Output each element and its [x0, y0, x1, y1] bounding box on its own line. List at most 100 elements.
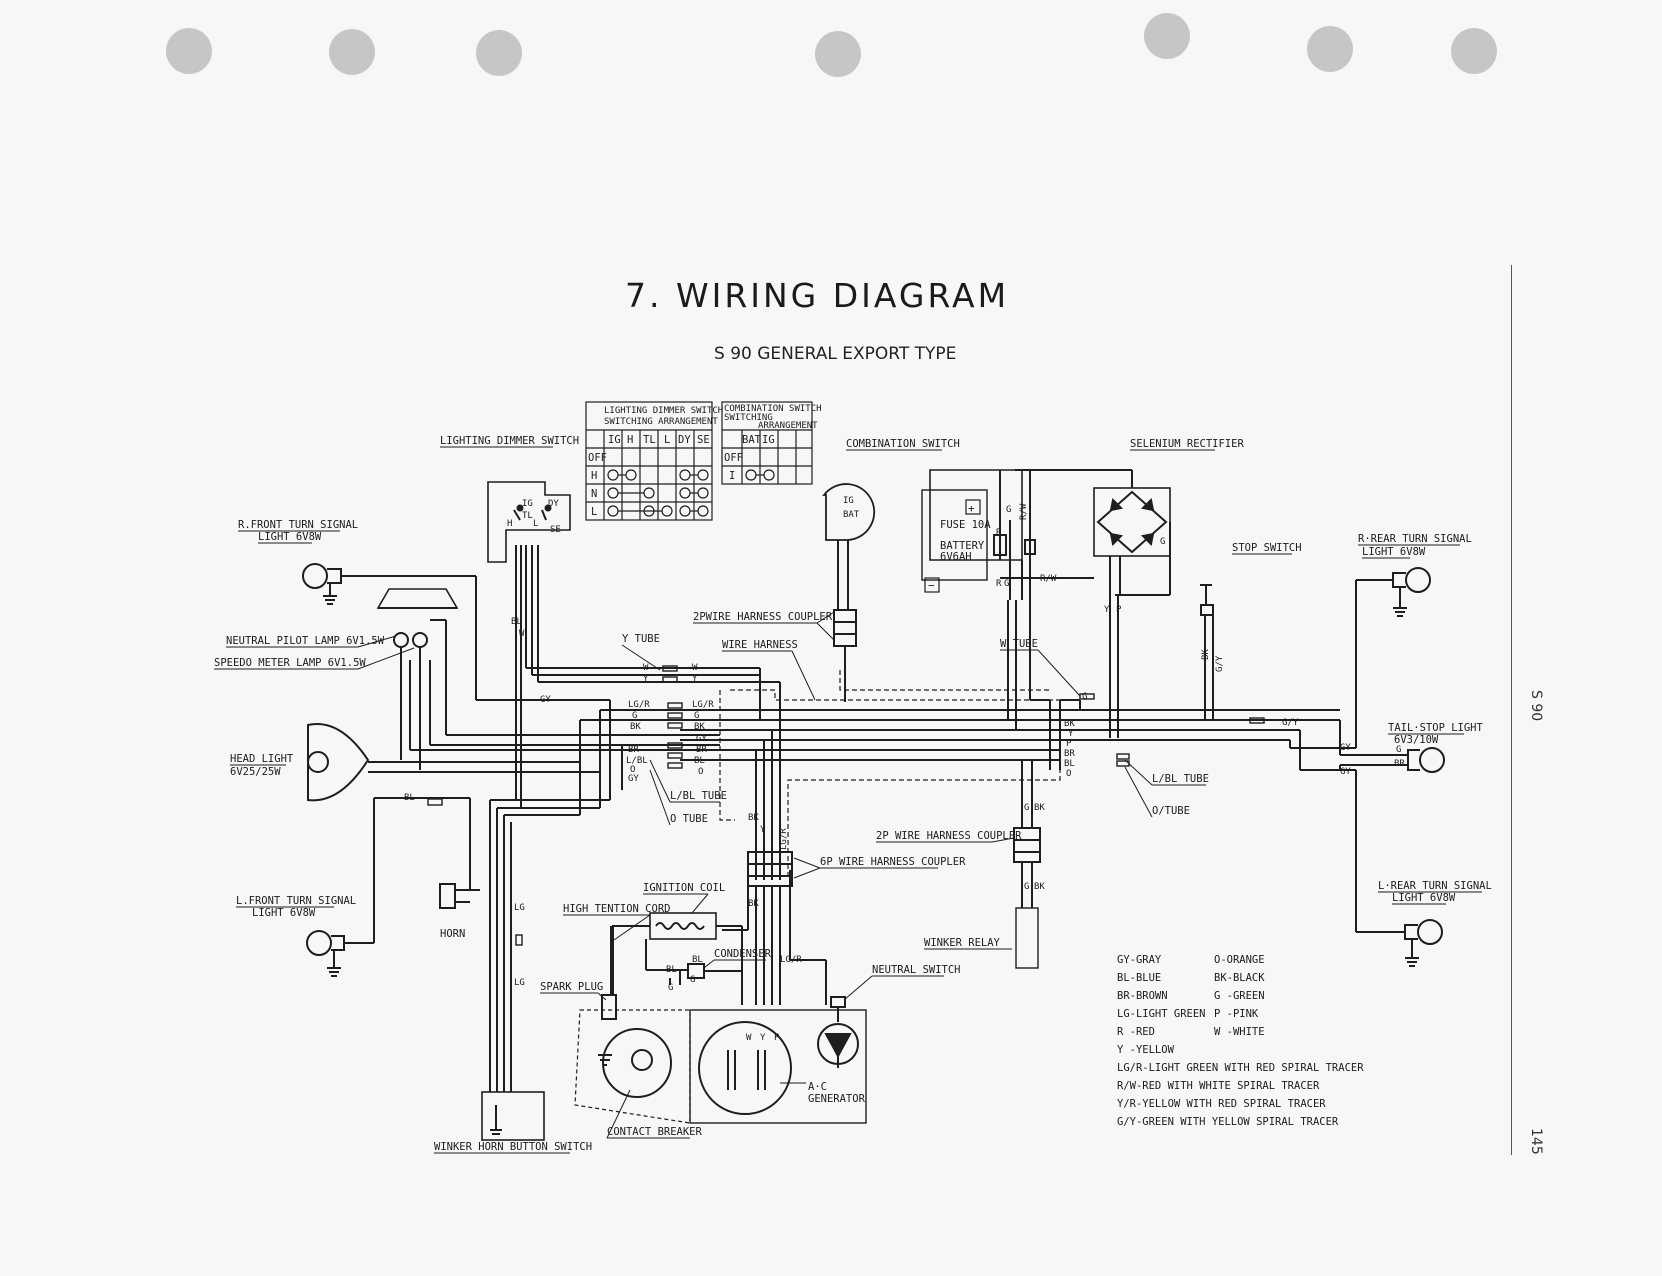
wire-w-ytube: W — [643, 663, 649, 673]
speedo-pilot-lamps — [376, 588, 459, 770]
ac-generator — [574, 1009, 867, 1124]
wire-y-gen: Y — [760, 1033, 766, 1043]
combination-switch-table — [721, 401, 813, 485]
wire-g-tail: G — [1396, 745, 1401, 755]
r-front-turn-signal-lamp — [302, 563, 476, 605]
label-battery-2: 6V6AH — [940, 551, 972, 563]
wire-gl-mid: G — [1024, 803, 1029, 813]
r-rear-turn-signal-lamp — [1355, 567, 1431, 748]
label-ignition-coil: IGNITION COIL — [643, 882, 725, 894]
dimmer-col-ig: IG — [608, 434, 621, 446]
horn — [439, 883, 470, 909]
dimmer-table-caption-2: SWITCHING ARRANGEMENT — [604, 417, 718, 427]
label-neutral-pilot-lamp: NEUTRAL PILOT LAMP 6V1.5W — [226, 635, 385, 647]
label-ac-generator-1: A·C — [808, 1081, 827, 1093]
wire-o-right-block: O — [1066, 769, 1071, 779]
wire-gy-tail-top: GY — [1340, 743, 1351, 753]
wire-bk-6p: BK — [748, 813, 759, 823]
battery-minus: − — [928, 579, 935, 592]
wire-bk-right: BK — [694, 722, 705, 732]
legend-y: Y -YELLOW — [1117, 1044, 1175, 1056]
wire-p-rectifier: P — [1116, 605, 1122, 615]
combo-col-bat: BAT — [742, 434, 762, 446]
label-2p-coupler-mid: 2P WIRE HARNESS COUPLER — [876, 830, 1022, 842]
punch-hole — [1451, 28, 1497, 74]
legend-bl: BL-BLUE — [1117, 972, 1161, 984]
wire-br-left: BR — [628, 745, 639, 755]
label-winker-horn-button-switch: WINKER HORN BUTTON SWITCH — [434, 1141, 592, 1153]
label-o-tube-left: O TUBE — [670, 813, 708, 825]
combo-row-off: OFF — [724, 452, 743, 464]
wire-w: W — [519, 629, 525, 639]
wire-lg-2: LG — [514, 978, 525, 988]
label-combination-switch: COMBINATION SWITCH — [846, 438, 960, 450]
wire-lg-r-left: LG/R — [628, 700, 650, 710]
dimmer-row-l: L — [591, 506, 597, 518]
wire-y-ytube: Y — [643, 674, 649, 684]
wire-r-battery: R — [996, 528, 1002, 538]
page-subtitle: S 90 GENERAL EXPORT TYPE — [714, 344, 957, 364]
terminal-h: H — [507, 519, 512, 529]
label-l-front-turn-1: L.FRONT TURN SIGNAL — [236, 895, 356, 907]
wire-g-y-stop: G/Y — [1215, 655, 1225, 672]
wire-g-rectifier: G — [1160, 537, 1165, 547]
label-high-tension-cord: HIGH TENTION CORD — [563, 903, 670, 915]
legend-r-w: R/W-RED WITH WHITE SPIRAL TRACER — [1117, 1080, 1320, 1092]
punch-hole — [815, 31, 861, 77]
dimmer-row-h: H — [591, 470, 597, 482]
combo-table-caption-1: COMBINATION SWITCH — [724, 404, 822, 414]
main-harness — [374, 545, 1356, 1092]
legend-br: BR-BROWN — [1117, 990, 1168, 1002]
wire-bl-right-block: BL — [1064, 759, 1075, 769]
wire-bl-condenser: BL — [666, 965, 677, 975]
label-speedo-meter-lamp: SPEEDO METER LAMP 6V1.5W — [214, 657, 366, 669]
wire-bk-left: BK — [630, 722, 641, 732]
label-head-light-1: HEAD LIGHT — [230, 753, 294, 765]
wire-g-condenser: G — [668, 983, 673, 993]
label-stop-switch: STOP SWITCH — [1232, 542, 1302, 554]
wire-g-condenser-2: G — [690, 975, 695, 985]
wire-g-relay: G — [1024, 882, 1029, 892]
legend-g-y: G/Y-GREEN WITH YELLOW SPIRAL TRACER — [1117, 1116, 1339, 1128]
label-o-tube-right: O/TUBE — [1152, 805, 1190, 817]
legend-bk: BK-BLACK — [1214, 972, 1265, 984]
combination-switch — [822, 483, 876, 610]
dimmer-row-off: OFF — [588, 452, 607, 464]
wire-bk-relay: BK — [1034, 882, 1045, 892]
wire-o-right: O — [698, 767, 703, 777]
combo-col-ig: IG — [762, 434, 775, 446]
wire-g-right: G — [694, 711, 699, 721]
wire-br-right: BR — [696, 745, 707, 755]
terminal-tl: TL — [522, 511, 533, 521]
battery-plus: + — [968, 502, 975, 515]
punch-hole — [329, 29, 375, 75]
dimmer-col-se: SE — [697, 434, 710, 446]
wire-o-left: O — [630, 765, 635, 775]
wire-bl-condenser-2: BL — [692, 955, 703, 965]
wire-r-w-vertical: R/W — [1019, 503, 1029, 520]
wire-y-ytube-out: Y — [692, 674, 698, 684]
margin-rule — [1511, 265, 1512, 1155]
combo-table-caption-2: SWITCHING — [724, 413, 773, 423]
label-r-rear-turn-2: LIGHT 6V8W — [1362, 546, 1426, 558]
lighting-dimmer-switch — [487, 481, 571, 563]
winker-horn-button-switch — [481, 1091, 545, 1141]
legend-w: W -WHITE — [1214, 1026, 1265, 1038]
legend-gy: GY-GRAY — [1117, 954, 1162, 966]
wire-br-tail: BR — [1394, 759, 1405, 769]
label-l-bl-tube-left: L/BL TUBE — [670, 790, 727, 802]
wire-br-right-block: BR — [1064, 749, 1075, 759]
label-l-rear-turn-1: L·REAR TURN SIGNAL — [1378, 880, 1492, 892]
label-r-rear-turn-1: R·REAR TURN SIGNAL — [1358, 533, 1472, 545]
page-title: 7. WIRING DIAGRAM — [625, 276, 1010, 315]
wire-g-left: G — [632, 711, 637, 721]
label-neutral-switch: NEUTRAL SWITCH — [872, 964, 961, 976]
wire-gy-top: GY — [540, 695, 551, 705]
neutral-switch — [817, 996, 859, 1068]
wire-harness-outline — [719, 670, 1061, 880]
wire-g-battery: G — [1006, 505, 1011, 515]
l-front-turn-signal-lamp — [306, 798, 375, 977]
dimmer-col-h: H — [627, 434, 633, 446]
label-l-bl-tube-right: L/BL TUBE — [1152, 773, 1209, 785]
wire-p-right-block: P — [1066, 739, 1072, 749]
